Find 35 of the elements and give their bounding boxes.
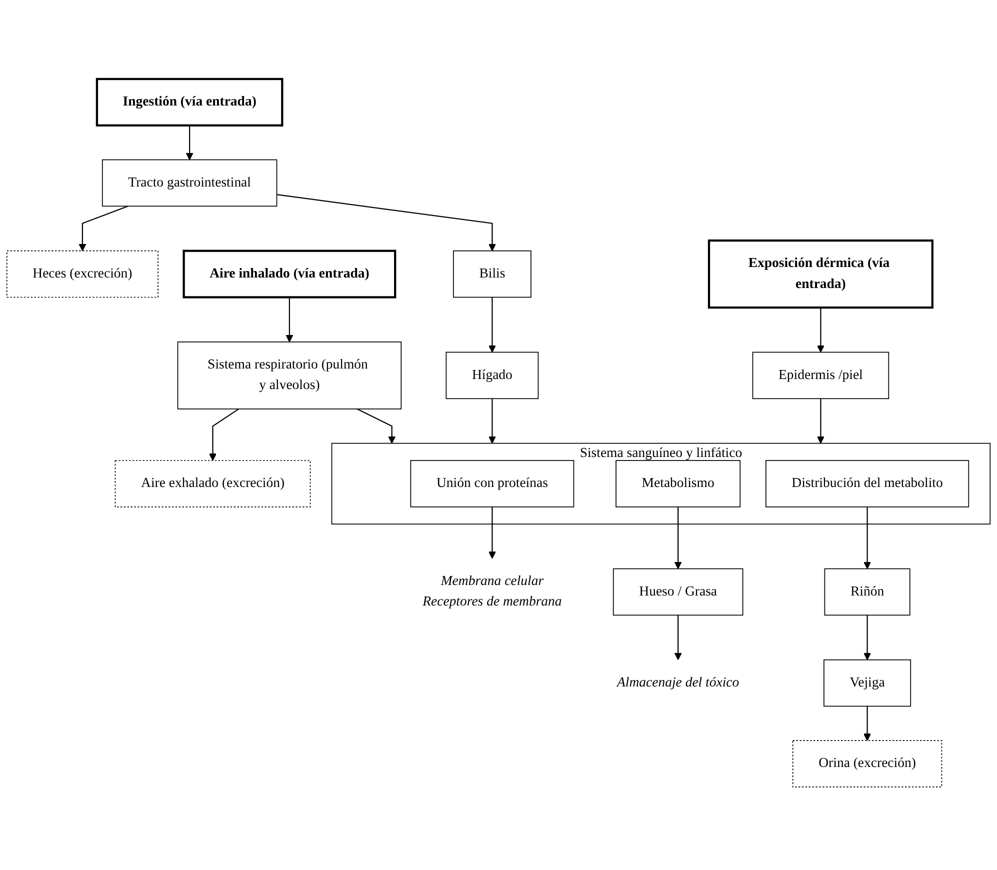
arrow <box>864 506 872 570</box>
arrow <box>209 408 240 461</box>
node-text: Almacenaje del tóxico <box>617 675 740 690</box>
node-box: Sistema respiratorio (pulmón y alveolos) <box>177 342 402 410</box>
node-box: Hígado <box>446 352 539 400</box>
node-box: Unión con proteínas <box>410 460 574 508</box>
node-box: Aire inhalado (vía entrada) <box>182 250 396 298</box>
arrow <box>78 206 128 252</box>
arrow <box>674 506 682 570</box>
node-box: Heces (excreción) <box>6 250 158 298</box>
node-box: Epidermis /piel <box>752 352 890 400</box>
node-box: Orina (excreción) <box>792 740 942 788</box>
arrow <box>864 706 872 741</box>
arrow <box>864 615 872 660</box>
arrow <box>276 194 496 252</box>
arrow <box>186 125 194 160</box>
node-box: Aire exhalado (excreción) <box>114 460 311 508</box>
node-box: Riñón <box>824 568 910 616</box>
node-box: Tracto gastrointestinal <box>102 159 278 207</box>
node-box: Metabolismo <box>616 460 741 508</box>
arrow <box>816 308 824 353</box>
node-box: Vejiga <box>824 659 912 707</box>
node-box: Ingestión (vía entrada) <box>96 78 284 126</box>
arrow <box>816 398 824 444</box>
node-box: Distribución del metabolito <box>765 460 970 508</box>
arrow <box>674 615 682 660</box>
node-box: Exposición dérmica (vía entrada) <box>708 239 934 309</box>
arrow <box>488 506 496 559</box>
node-box: Hueso / Grasa <box>612 568 744 616</box>
node-box: Bilis <box>453 250 532 298</box>
node-text: Membrana celular Receptores de membrana <box>422 574 562 610</box>
arrow <box>488 398 496 444</box>
arrow <box>488 297 496 353</box>
arrow <box>286 297 294 342</box>
arrow <box>356 408 396 444</box>
